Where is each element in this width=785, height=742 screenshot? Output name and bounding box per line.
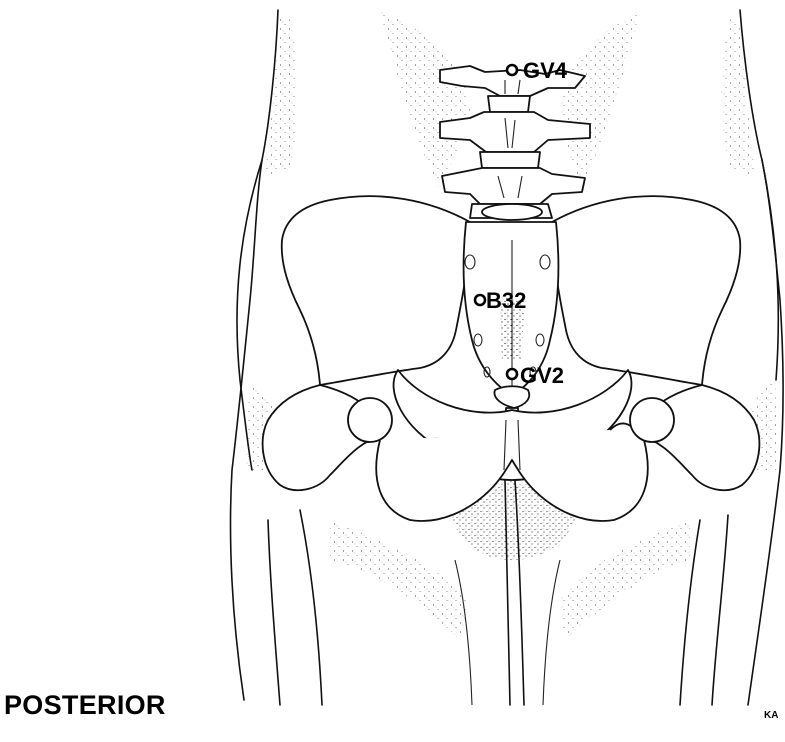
gv4-label: GV4	[523, 58, 568, 83]
gv2-point-marker	[507, 369, 517, 379]
artist-signature: KA	[764, 710, 778, 721]
pelvis	[282, 196, 741, 521]
view-label: POSTERIOR	[4, 690, 166, 721]
b32-point-marker	[475, 295, 485, 305]
gv2-label: GV2	[520, 363, 564, 388]
gv4-point-marker	[507, 65, 517, 75]
b32-label: B32	[486, 288, 526, 313]
